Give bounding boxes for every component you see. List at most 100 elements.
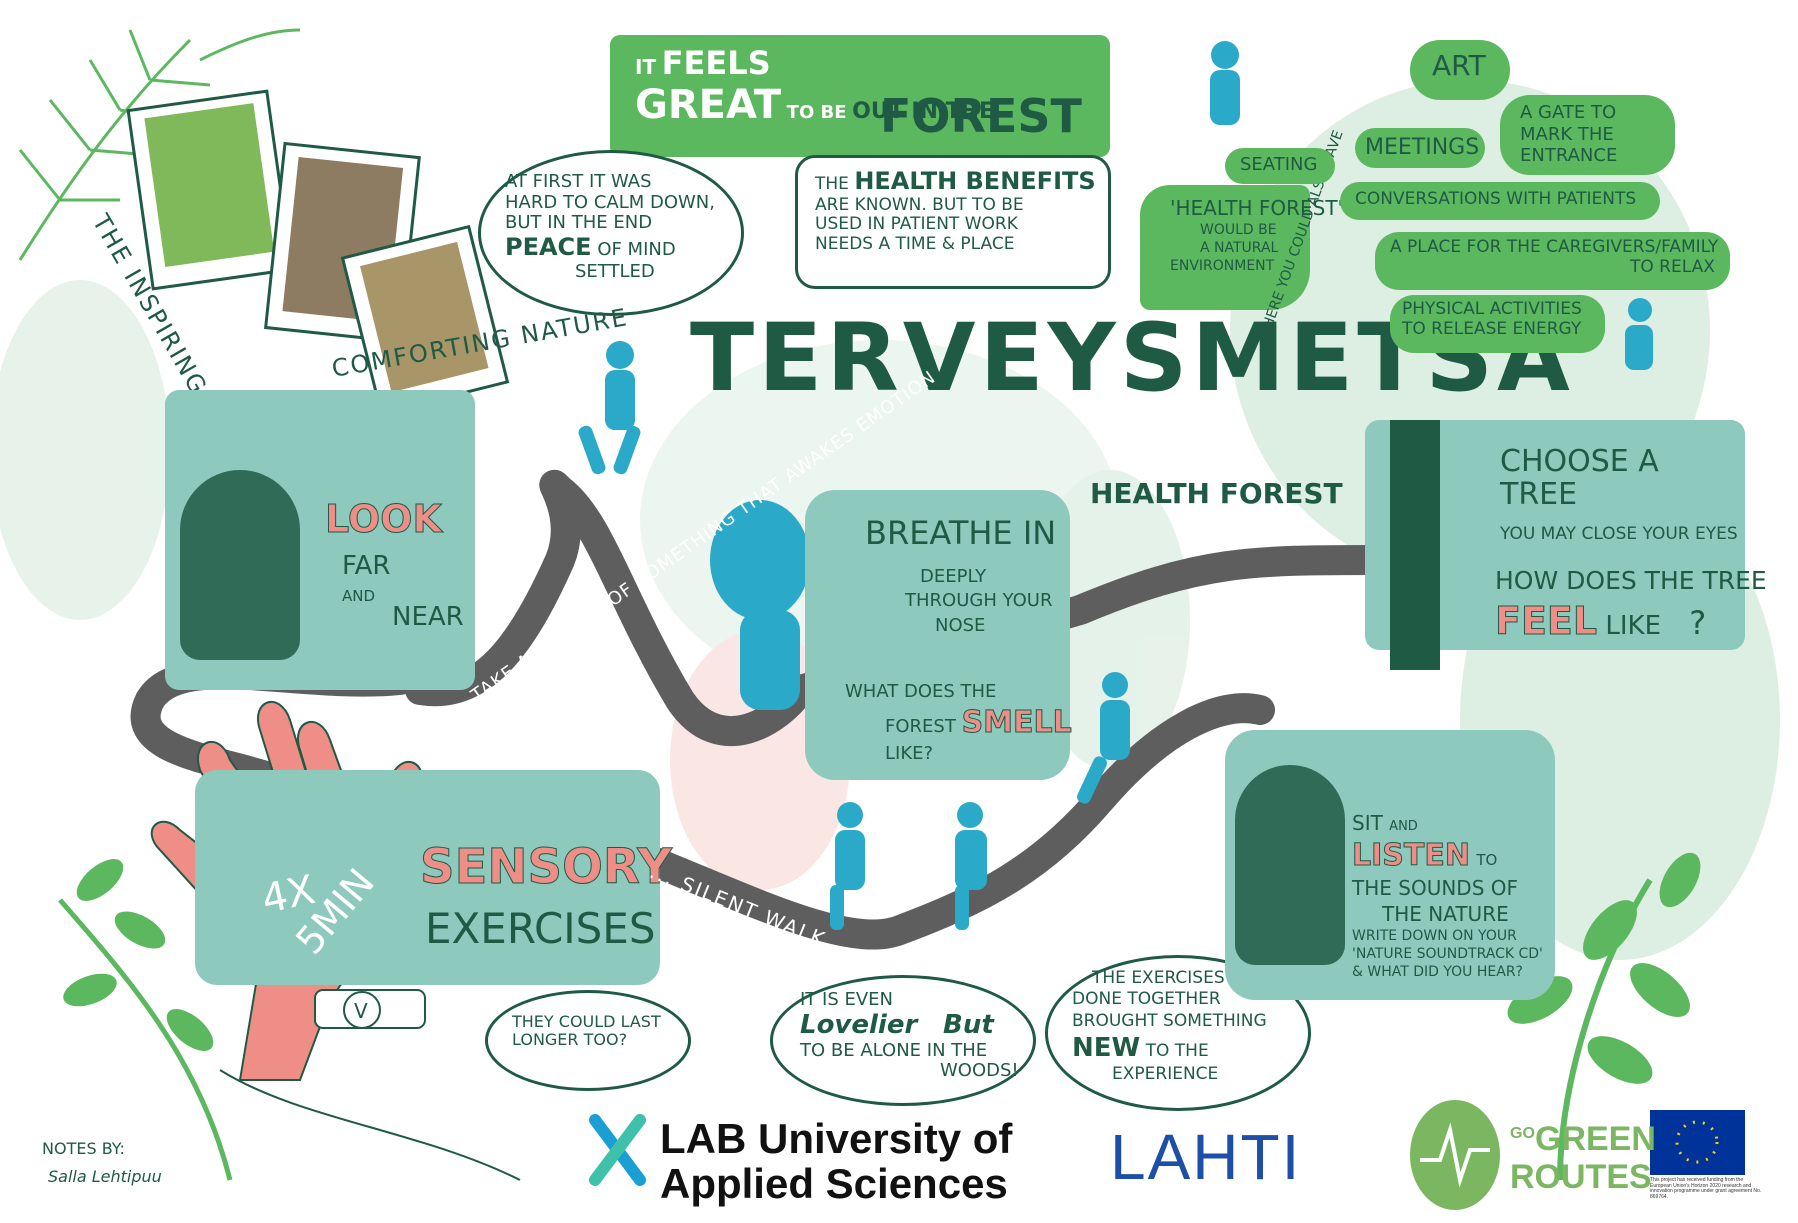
lovelier-l1: It is even xyxy=(800,989,894,1010)
breathe-deeply-l3: nose xyxy=(935,614,986,636)
gogreenroutes-go: GO xyxy=(1510,1125,1535,1142)
feels-great-line2b: to be xyxy=(786,101,847,123)
look-and: and xyxy=(342,587,376,605)
together-new: new xyxy=(1072,1032,1141,1063)
together-l1: The exercises xyxy=(1092,968,1225,988)
smell-q2b: smell xyxy=(961,705,1072,741)
calm-l5: settled xyxy=(575,260,655,282)
lahti-logo: LAHTI xyxy=(1110,1121,1302,1193)
lovelier-l3: to be alone in the xyxy=(800,1039,988,1061)
hf-arrow-l4: environment xyxy=(1170,258,1275,275)
seating-box xyxy=(1225,148,1335,184)
health-benefits-l1a: The xyxy=(815,174,849,194)
listen-character xyxy=(1235,765,1345,965)
smell-q2a: forest xyxy=(885,716,956,738)
look-character xyxy=(180,470,300,660)
sensory-box xyxy=(195,770,660,985)
exercises-label: exercises xyxy=(425,904,656,953)
health-benefits-l3: used in patient work xyxy=(815,214,1018,235)
breathe-deeply: deeply through your nose xyxy=(905,565,1052,638)
together-bubble xyxy=(1045,955,1311,1111)
calm-l4b: of mind xyxy=(597,239,676,261)
health-benefits-bubble xyxy=(795,155,1111,289)
caregivers-l2: to relax xyxy=(1630,256,1715,277)
gogreenroutes-green: GREEN xyxy=(1535,1120,1656,1158)
notes-by-label: Notes by: xyxy=(42,1139,125,1158)
listen-l6: & What did you hear? xyxy=(1352,964,1523,981)
conversations-label: Conversations with patients xyxy=(1355,189,1637,209)
leaf-branch-bottom-right xyxy=(1507,852,1701,1181)
calm-text: At first it was hard to calm down, but i… xyxy=(505,171,725,282)
last-longer-bubble xyxy=(485,990,691,1091)
lovelier-but: But xyxy=(943,1009,994,1040)
listen-to: to xyxy=(1476,851,1498,869)
choose-l1: Choose a xyxy=(1500,444,1659,479)
caregivers-l1: A place for the caregivers/family xyxy=(1390,237,1719,257)
smell-question: What does the forest smell like? xyxy=(845,680,1072,766)
seating-label: Seating xyxy=(1240,154,1318,175)
lovelier-word: Lovelier xyxy=(800,1009,918,1040)
lab-logo-line2: Applied Sciences xyxy=(660,1160,1008,1207)
calm-l1: At first it was xyxy=(505,171,652,192)
feels-great-line1a: It xyxy=(635,55,657,79)
feels-great-line1b: feels xyxy=(661,44,771,82)
together-l3: brought something xyxy=(1072,1010,1267,1031)
listen-sit: Sit xyxy=(1352,811,1383,835)
together-l2: done together xyxy=(1072,989,1221,1010)
calm-l2: hard to calm down, xyxy=(505,191,715,213)
breathe-deeply-l2: through your xyxy=(905,590,1053,612)
how-tree: How does the tree xyxy=(1495,566,1767,595)
close-eyes: You may close your eyes xyxy=(1500,524,1738,544)
health-benefits-text: The health benefits are known. But to be… xyxy=(815,167,1105,254)
feel-word: feel xyxy=(1494,599,1598,644)
tree-trunk-overlay xyxy=(1390,420,1440,665)
smell-q3: like? xyxy=(885,743,934,765)
together-l5: experience xyxy=(1112,1064,1219,1085)
feels-great-line2a: great xyxy=(635,81,782,128)
leaf-branch-bottom-left xyxy=(58,859,233,1181)
conversations-box xyxy=(1340,182,1660,220)
art-label: Art xyxy=(1432,49,1486,82)
listen-l4: Write down on your xyxy=(1352,928,1517,944)
listen-l5: 'Nature soundtrack CD' xyxy=(1352,946,1543,963)
look-label: Look xyxy=(325,497,443,541)
gate-box xyxy=(1500,95,1675,175)
like-word: like xyxy=(1605,611,1661,641)
breathe-deeply-l1: deeply xyxy=(920,566,987,587)
calm-thought-bubble xyxy=(478,150,744,316)
breathe-label: Breathe in xyxy=(865,514,1057,552)
gogreenroutes-routes: ROUTES xyxy=(1510,1158,1652,1196)
health-benefits-l4: needs a time & place xyxy=(815,233,1015,254)
caregivers-box xyxy=(1375,232,1730,290)
physical-l2: to release energy xyxy=(1402,318,1582,339)
lovelier-text: It is even Lovelier But to be alone in t… xyxy=(800,989,1019,1082)
smell-q1: What does the xyxy=(845,681,997,702)
hf-arrow-l3: a natural xyxy=(1200,240,1279,257)
last-longer-l1: They could last xyxy=(512,1012,661,1031)
lab-logo-line1: LAB University of xyxy=(660,1115,1013,1162)
choose-l2: tree xyxy=(1500,477,1578,512)
listen-text: Sit and Listen to the sounds of the natu… xyxy=(1352,810,1543,982)
speech-box-feels-great xyxy=(610,35,1110,157)
gate-label: A gate to mark the entrance xyxy=(1520,102,1617,167)
sensory-label: Sensory xyxy=(420,839,673,895)
health-forest-arrow-text: 'Health forest' would be a natural envir… xyxy=(1170,195,1343,276)
signature: Salla Lehtipuu xyxy=(48,1167,162,1186)
lab-logo-mark xyxy=(589,1114,646,1186)
photo-frames xyxy=(126,89,510,416)
gate-l3: entrance xyxy=(1520,145,1618,167)
physical-box xyxy=(1390,295,1605,353)
meetings-label: Meetings xyxy=(1365,135,1480,160)
health-benefits-l2: are known. But to be xyxy=(815,194,1024,215)
feels-great-line2c: out in the xyxy=(852,98,995,124)
feels-great-text: It feels great to be out in the xyxy=(635,45,1105,128)
hf-arrow-l2: would be xyxy=(1200,222,1277,238)
listen-word: Listen xyxy=(1352,838,1471,874)
fern-top-left xyxy=(18,28,301,261)
feel-question-mark: ? xyxy=(1689,604,1707,642)
page-subtitle: Health forest xyxy=(1090,477,1343,510)
feels-great-forest: forest xyxy=(880,89,1082,143)
lovelier-bubble xyxy=(770,975,1036,1106)
hf-arrow-l1: 'Health forest' xyxy=(1170,196,1344,220)
